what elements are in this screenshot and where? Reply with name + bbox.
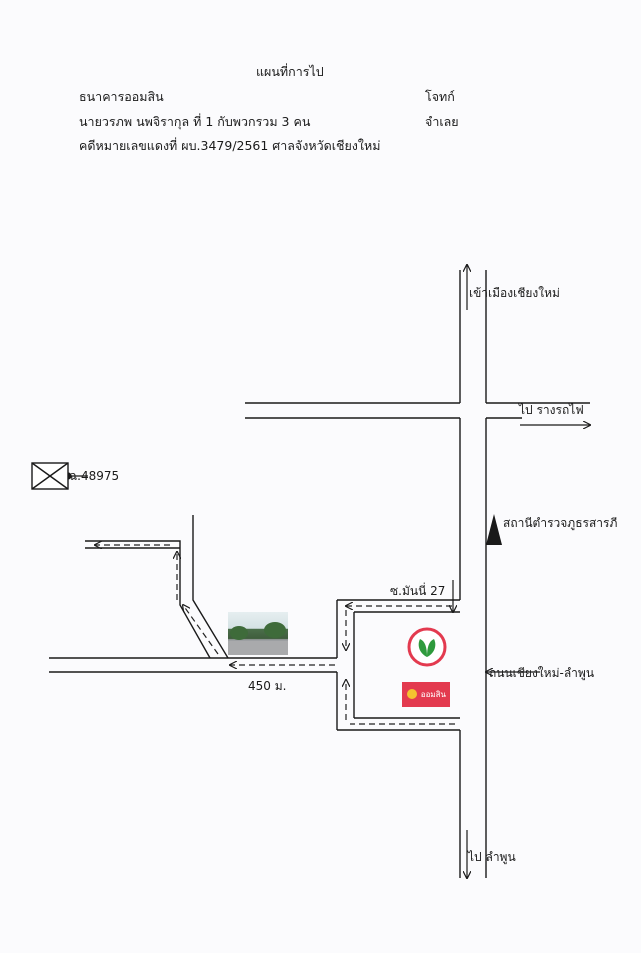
label-soi: ซ.มันนี่ 27	[390, 584, 446, 598]
defendant-name: นายวรภพ นพจิรากุล ที่ 1 กับพวกรวม 3 คน	[79, 114, 311, 129]
map-title: แผนที่การไป	[256, 64, 324, 79]
label-to-lamphun: ไป ลำพูน	[468, 850, 516, 864]
label-to-station: ไป รางรถไฟ	[519, 403, 584, 417]
defendant-role: จำเลย	[425, 114, 459, 129]
label-to-chiangmai: เข้าเมืองเชียงใหม่	[469, 286, 560, 300]
plaintiff-name: ธนาคารออมสิน	[79, 89, 164, 104]
lane-right-edge	[192, 515, 229, 659]
lane-left-edge	[85, 540, 211, 659]
case-number: คดีหมายเลขแดงที่ ผบ.3479/2561 ศาลจังหวัด…	[79, 138, 381, 153]
gsb-bank-label: ออมสิน	[420, 690, 446, 699]
label-distance: 450 ม.	[248, 679, 287, 693]
label-house-no: ฉ.48975	[69, 469, 120, 483]
label-road: ถนนเชียงใหม่-ลำพูน	[489, 666, 595, 680]
street-photo	[228, 612, 288, 655]
police-triangle-icon	[486, 514, 502, 545]
gsb-coin-icon	[407, 689, 417, 699]
house-envelope-icon	[31, 462, 69, 490]
route-diagonal	[183, 605, 219, 655]
gsb-bank-logo: ออมสิน	[402, 682, 450, 707]
label-police-station: สถานีตำรวจภูธรสารภี	[503, 516, 618, 530]
kasikorn-bank-logo	[407, 627, 447, 667]
plaintiff-role: โจทก์	[425, 89, 455, 104]
